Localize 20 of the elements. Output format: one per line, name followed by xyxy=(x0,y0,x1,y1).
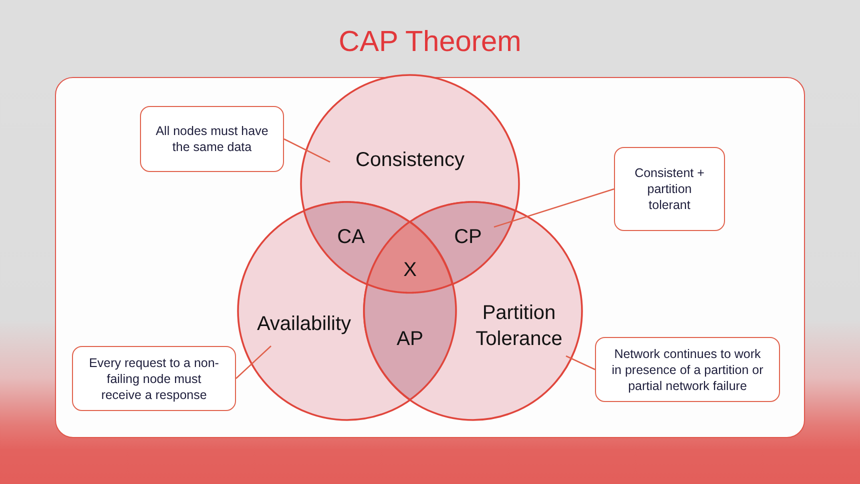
region-label: CA xyxy=(337,225,365,250)
callout-box xyxy=(614,147,725,231)
leader-line xyxy=(284,138,330,163)
circle-label: Consistency xyxy=(356,148,464,173)
leader-line xyxy=(566,355,596,370)
region-label: X xyxy=(403,258,417,283)
callout-box xyxy=(140,106,284,172)
leader-line xyxy=(236,346,272,379)
leader-line xyxy=(494,188,614,228)
callout-text: Consistent + partition tolerant xyxy=(634,165,706,213)
title: CAP Theorem xyxy=(338,25,522,60)
region-label: AP xyxy=(396,326,424,352)
callout-text: All nodes must have the same data xyxy=(154,123,270,155)
callout-box xyxy=(72,346,236,411)
circle-label: Availability xyxy=(256,312,352,337)
circle-label: Partition Tolerance xyxy=(474,301,564,352)
callout-box xyxy=(595,337,780,402)
callout-text: Every request to a non-failing node must receive a response xyxy=(88,354,220,402)
callout-text: Network continues to work in presence of a partition or partial network failure xyxy=(610,346,764,394)
region-label: CP xyxy=(454,225,482,250)
